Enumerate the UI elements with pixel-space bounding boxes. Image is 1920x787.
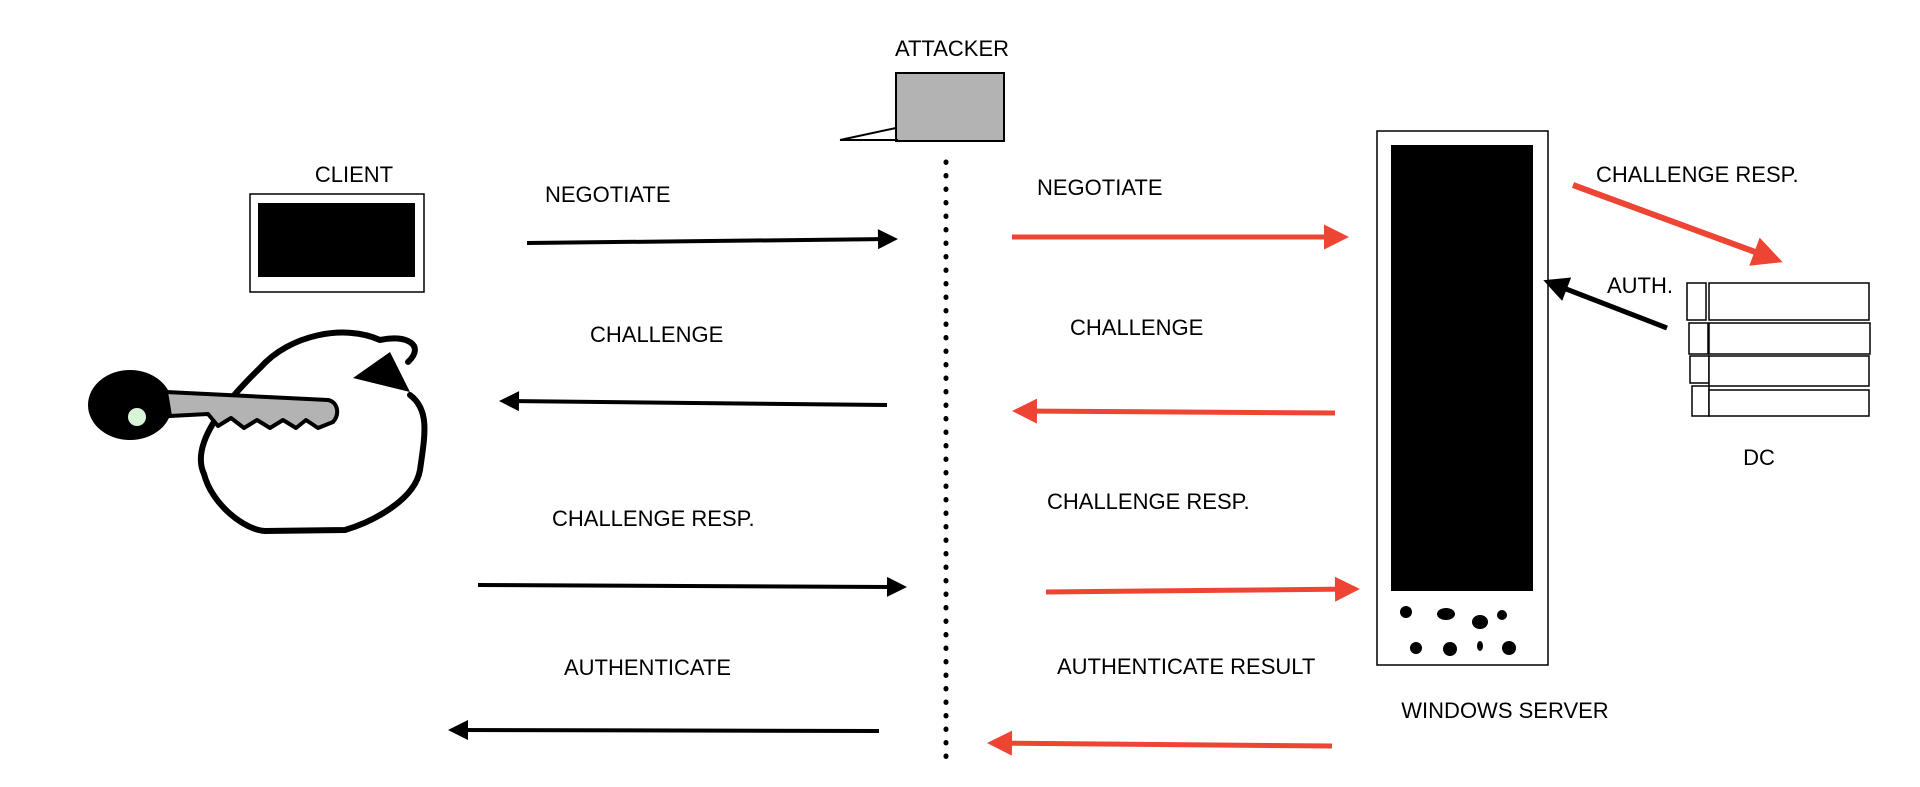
msg-right-challenge-resp: CHALLENGE RESP. [1047, 489, 1250, 514]
msg-left-negotiate: NEGOTIATE [545, 182, 671, 207]
attacker-label: ATTACKER [895, 36, 1009, 61]
msg-left-authenticate: AUTHENTICATE [564, 655, 731, 680]
dc-label: DC [1743, 445, 1775, 470]
arrow-right-challenge [1012, 398, 1336, 424]
msg-right-negotiate: NEGOTIATE [1037, 175, 1163, 200]
server-rack-icon [1686, 282, 1871, 417]
arrow-dc-auth [1543, 277, 1668, 331]
server-label: WINDOWS SERVER [1401, 698, 1608, 723]
arrow-left-challenge [499, 391, 888, 412]
msg-left-challenge-resp: CHALLENGE RESP. [552, 506, 755, 531]
client-label: CLIENT [315, 162, 393, 187]
server-tower-icon [1376, 130, 1549, 666]
arrow-left-challenge-resp [477, 576, 907, 597]
arrow-dc-challenge-resp [1571, 182, 1783, 266]
msg-dc-challenge-resp: CHALLENGE RESP. [1596, 162, 1799, 187]
monitor-icon [249, 193, 425, 293]
key-icon [88, 329, 428, 534]
msg-right-challenge: CHALLENGE [1070, 315, 1203, 340]
arrow-right-authenticate-result [987, 730, 1333, 756]
arrow-left-negotiate [526, 229, 898, 250]
msg-left-challenge: CHALLENGE [590, 322, 723, 347]
laptop-icon [839, 72, 1005, 142]
arrow-right-challenge-resp [1045, 576, 1360, 602]
arrow-left-authenticate [448, 720, 880, 741]
msg-dc-auth: AUTH. [1607, 273, 1673, 298]
msg-right-authenticate-result: AUTHENTICATE RESULT [1057, 654, 1315, 679]
